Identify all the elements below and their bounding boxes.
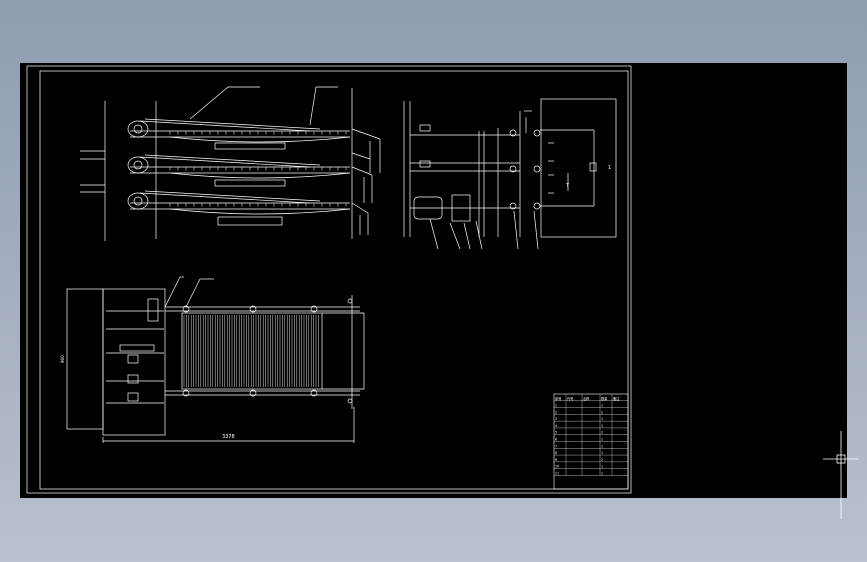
title-block-cell: 1: [555, 404, 557, 408]
title-block-cell: 9: [555, 458, 557, 462]
control-box: [540, 98, 617, 238]
title-block-cell: 1: [601, 404, 603, 408]
title-block-cell: 1: [601, 451, 603, 455]
title-block-cell: 1: [601, 465, 603, 469]
inner-border: [39, 70, 629, 490]
title-block-cell: 2: [601, 431, 603, 435]
dimension-height: 960: [60, 355, 65, 363]
title-block-header-cell: 备注: [613, 396, 620, 401]
level-1: [127, 118, 381, 173]
title-block-header-cell: 名称: [583, 396, 590, 401]
title-block-cell: 10: [555, 465, 559, 469]
title-block-cell: 1: [601, 424, 603, 428]
drawing-sheet: 3378 960 1 T 序号代号名称数量备注11223141526171819…: [26, 65, 632, 494]
roller-grid: [183, 315, 319, 387]
title-block-cell: 1: [601, 444, 603, 448]
dimension-total-length: 3378: [222, 434, 235, 440]
title-block-cell: 3: [555, 417, 557, 421]
title-block-cell: 11: [555, 471, 559, 475]
level-2: [127, 154, 373, 203]
side-view-center-label: T: [565, 183, 570, 189]
title-block-header-cell: 代号: [567, 396, 573, 401]
title-block-cell: 1: [601, 471, 603, 475]
plan-view: [66, 276, 365, 443]
title-block-cell: 2: [555, 410, 557, 414]
outer-border: [26, 65, 632, 494]
title-block-cell: 2: [601, 410, 603, 414]
title-block-cell: 1: [601, 438, 603, 442]
level-3: [127, 190, 369, 235]
title-block-cell: 2: [601, 458, 603, 462]
title-block-header-cell: 数量: [601, 396, 608, 401]
title-block-cell: 8: [555, 451, 557, 455]
crosshair-cursor: [823, 431, 859, 519]
title-block-cell: 4: [555, 424, 557, 428]
front-view: [80, 86, 381, 241]
motor: [413, 196, 443, 220]
title-block-header-cell: 序号: [555, 396, 561, 401]
title-block-cell: 6: [555, 438, 557, 442]
gearbox: [451, 194, 471, 222]
belt-links: [169, 131, 347, 207]
title-block-cell: 5: [555, 431, 557, 435]
title-block-cell: 7: [555, 444, 557, 448]
title-block-cell: 1: [601, 417, 603, 421]
control-box-label: 1: [608, 165, 611, 171]
side-view: [403, 98, 617, 250]
